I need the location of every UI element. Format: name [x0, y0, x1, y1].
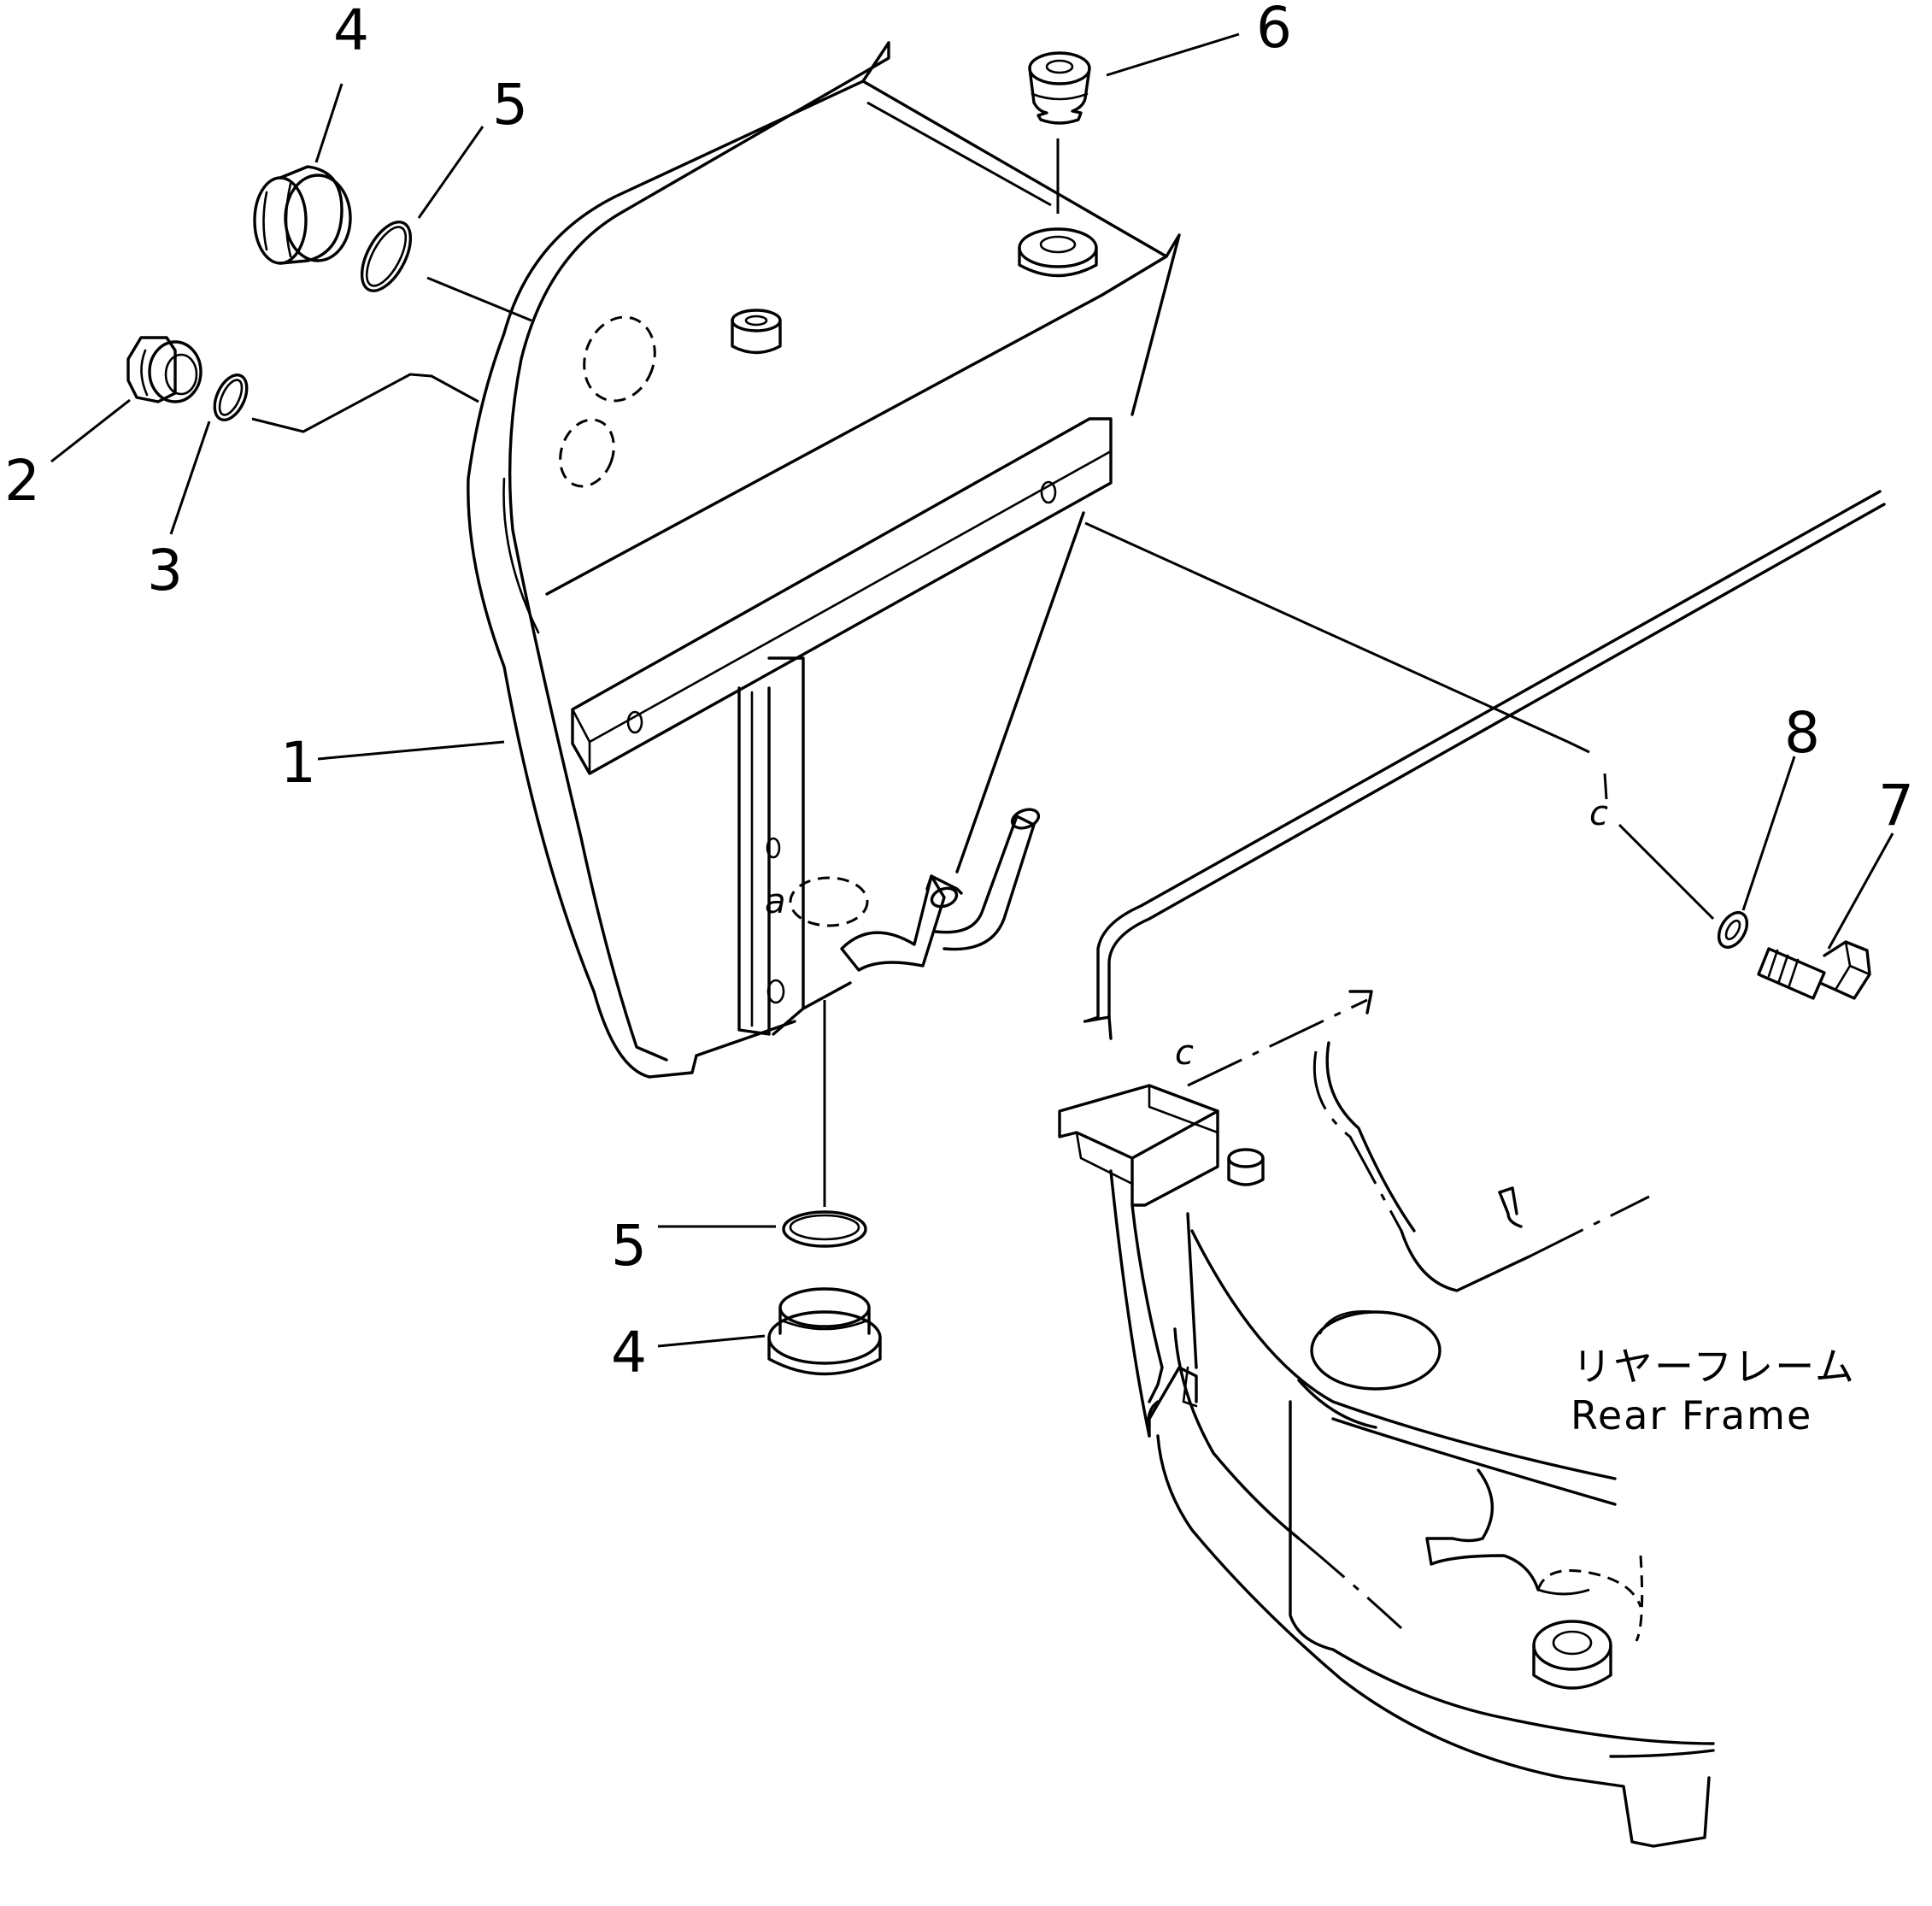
- plug-part-2: [126, 336, 203, 403]
- callout-2: 2: [4, 448, 40, 514]
- assembly-lines: [50, 32, 1894, 1348]
- reference-a: a: [765, 882, 786, 921]
- callout-4-top: 4: [333, 0, 369, 63]
- o-ring-part-5-bottom: [782, 1210, 867, 1248]
- plug-part-4-bottom: [767, 1287, 882, 1376]
- callout-3: 3: [147, 538, 183, 603]
- callout-1: 1: [280, 730, 316, 796]
- rear-frame-label-english: Rear Frame: [1571, 1392, 1812, 1438]
- bolt-part-7: [1757, 940, 1871, 1000]
- rear-frame: [1058, 490, 1886, 1848]
- grommet-part-6: [1028, 51, 1091, 125]
- o-ring-part-3: [213, 374, 249, 421]
- tank-body: [467, 41, 1181, 1079]
- plug-part-4-top: [253, 165, 352, 265]
- rear-frame-label-japanese: リヤーフレーム: [1572, 1344, 1856, 1390]
- callout-5-bottom: 5: [611, 1213, 647, 1279]
- callout-8: 8: [1784, 700, 1820, 766]
- reference-c-upper: c: [1589, 794, 1608, 833]
- callout-5-top: 5: [492, 72, 528, 138]
- callout-4-bottom: 4: [611, 1320, 647, 1385]
- washer-part-8: [1717, 911, 1749, 949]
- o-ring-part-5-top: [360, 221, 413, 292]
- callout-7: 7: [1878, 773, 1914, 838]
- reference-c-lower: c: [1175, 1033, 1194, 1073]
- callout-6: 6: [1256, 0, 1292, 61]
